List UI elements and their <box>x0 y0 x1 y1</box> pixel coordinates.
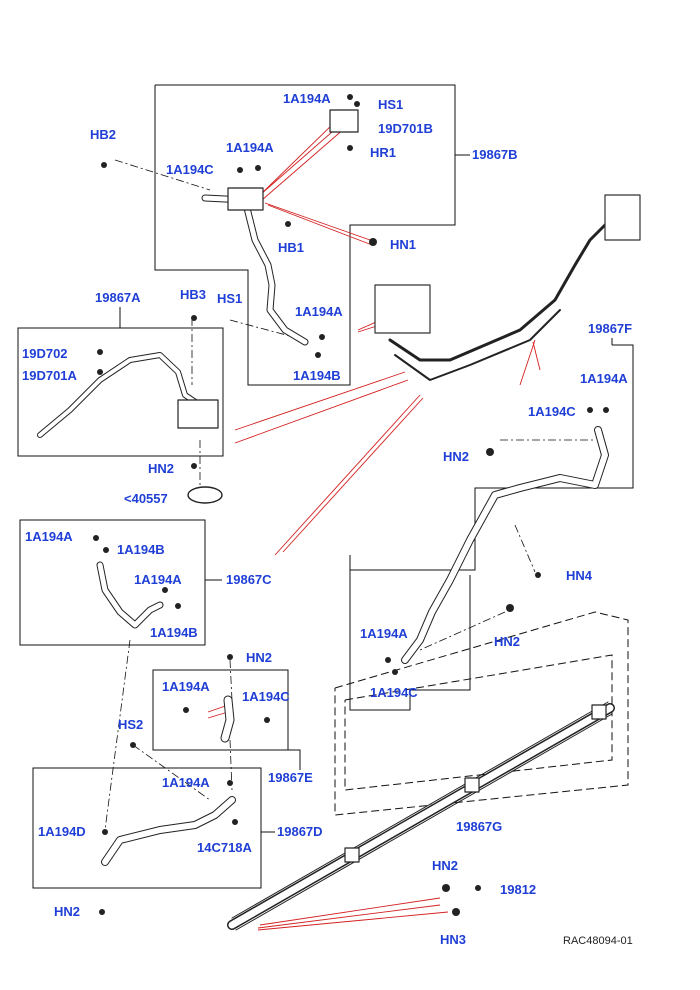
panel-boxes <box>17 84 634 889</box>
label-hn2-f-top[interactable]: HN2 <box>443 449 470 464</box>
fasteners <box>93 94 609 916</box>
box-19867d <box>32 767 262 889</box>
label-hs1-lower[interactable]: HS1 <box>217 291 243 306</box>
label-19d702[interactable]: 19D702 <box>22 346 68 361</box>
box-19867e <box>152 669 289 751</box>
label-1a194a-top[interactable]: 1A194A <box>283 91 331 106</box>
label-hb2[interactable]: HB2 <box>90 127 117 142</box>
pipe-19867f <box>401 426 609 664</box>
front-hvac-unit <box>374 284 431 334</box>
label-19867f[interactable]: 19867F <box>588 321 633 336</box>
label-19812[interactable]: 19812 <box>500 882 537 897</box>
label-19867d[interactable]: 19867D <box>277 824 323 839</box>
heater-valve-block <box>227 187 264 211</box>
label-hn3[interactable]: HN3 <box>440 932 467 947</box>
leader-19867e <box>288 749 301 770</box>
label-1a194b-c2[interactable]: 1A194B <box>150 625 198 640</box>
box-19867b <box>154 84 456 386</box>
red-leaders <box>207 121 541 931</box>
rear-ac-unit <box>604 194 641 241</box>
label-14c718a[interactable]: 14C718A <box>197 840 252 855</box>
label-1a194c[interactable]: 1A194C <box>166 162 214 177</box>
label-19867b[interactable]: 19867B <box>472 147 518 162</box>
label-hs1[interactable]: HS1 <box>378 97 404 112</box>
label-1a194a-f-bot[interactable]: 1A194A <box>360 626 408 641</box>
label-19867a[interactable]: 19867A <box>95 290 141 305</box>
label-1a194a-e[interactable]: 1A194A <box>162 679 210 694</box>
vehicle-pipe-run <box>388 218 612 362</box>
label-hr1[interactable]: HR1 <box>370 145 397 160</box>
label-hb1[interactable]: HB1 <box>278 240 305 255</box>
label-1a194a-lower[interactable]: 1A194A <box>295 304 343 319</box>
label-19867e[interactable]: 19867E <box>268 770 313 785</box>
label-19d701b[interactable]: 19D701B <box>378 121 433 136</box>
label-1a194a-f-top[interactable]: 1A194A <box>580 371 628 386</box>
gasket-40557 <box>187 486 223 504</box>
valve-19d701b <box>329 109 359 133</box>
label-hs2[interactable]: HS2 <box>118 717 144 732</box>
label-1a194a-c1[interactable]: 1A194A <box>25 529 73 544</box>
label-1a194d[interactable]: 1A194D <box>38 824 86 839</box>
label-1a194b-c1[interactable]: 1A194B <box>117 542 165 557</box>
label-hn2-f-mid[interactable]: HN2 <box>494 634 521 649</box>
label-1a194a-c2[interactable]: 1A194A <box>134 572 182 587</box>
label-hn2-e[interactable]: HN2 <box>246 650 273 665</box>
label-1a194c-f-top[interactable]: 1A194C <box>528 404 576 419</box>
label-hn1[interactable]: HN1 <box>390 237 417 252</box>
label-hn2-a[interactable]: HN2 <box>148 461 175 476</box>
label-19d701a[interactable]: 19D701A <box>22 368 77 383</box>
label-40557[interactable]: <40557 <box>124 491 168 506</box>
box-19867g <box>334 611 629 816</box>
label-hn4[interactable]: HN4 <box>566 568 593 583</box>
label-19867c[interactable]: 19867C <box>226 572 272 587</box>
label-hb3[interactable]: HB3 <box>180 287 207 302</box>
label-hn2-d[interactable]: HN2 <box>54 904 81 919</box>
label-1a194a-d[interactable]: 1A194A <box>162 775 210 790</box>
reference-number: RAC48094-01 <box>563 935 633 947</box>
box-19867g-inner <box>344 654 613 791</box>
label-hn2-g[interactable]: HN2 <box>432 858 459 873</box>
pipe-strokes <box>37 109 641 931</box>
label-1a194a-2[interactable]: 1A194A <box>226 140 274 155</box>
label-19867g[interactable]: 19867G <box>456 819 503 834</box>
box-19867f-lower <box>349 555 471 711</box>
label-1a194c-f-bot[interactable]: 1A194C <box>370 685 418 700</box>
label-1a194c-e[interactable]: 1A194C <box>242 689 290 704</box>
label-1a194b[interactable]: 1A194B <box>293 368 341 383</box>
box-19867c <box>19 519 206 646</box>
